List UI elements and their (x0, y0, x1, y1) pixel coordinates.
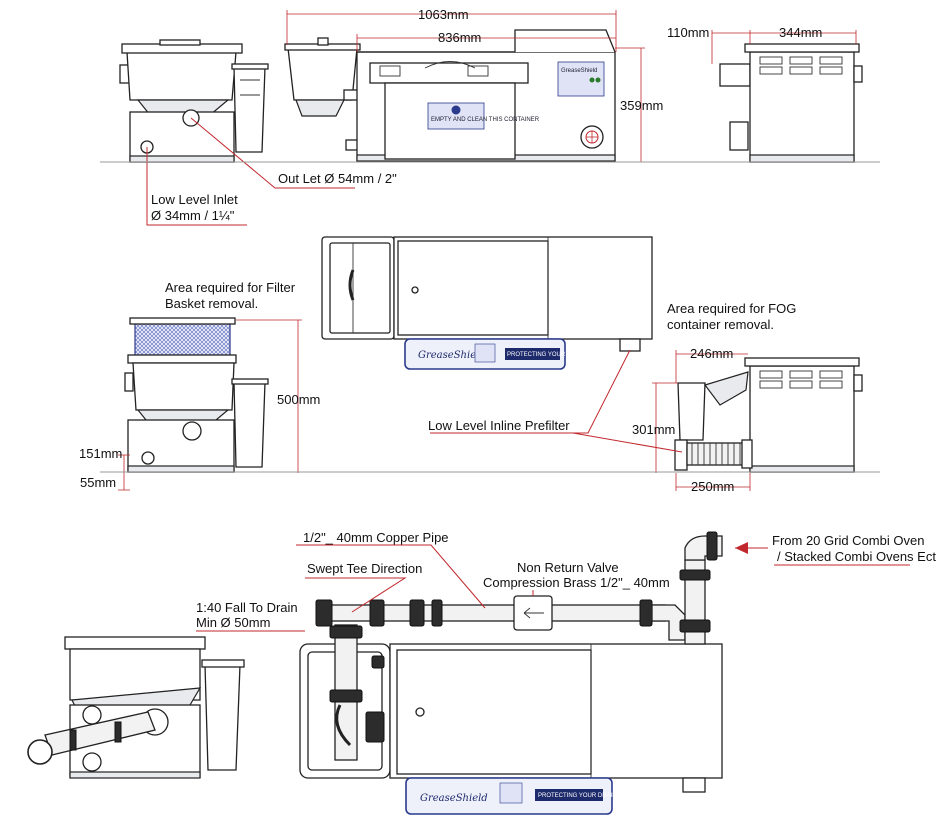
dim-110: 110mm (667, 25, 709, 40)
prefilter-label: Low Level Inline Prefilter (428, 418, 570, 433)
fog-area-label-1: Area required for FOG (667, 301, 796, 316)
fall-label-2: Min Ø 50mm (196, 615, 270, 630)
filter-area-label-2: Basket removal. (165, 296, 258, 311)
brand-logo-bottom: GreaseShield (420, 793, 488, 804)
bottom-callouts: 1/2"_ 40mm Copper Pipe Swept Tee Directi… (196, 530, 936, 632)
dim-344: 344mm (779, 25, 822, 40)
dim-55: 55mm (80, 475, 116, 490)
dim-301: 301mm (632, 422, 675, 437)
middle-dimensions: 500mm 151mm 55mm Area required for Filte… (79, 280, 320, 491)
dim-250: 250mm (691, 479, 734, 494)
brand-panel-text: GreaseShield (561, 68, 597, 74)
from-oven-label-1: From 20 Grid Combi Oven (772, 533, 924, 548)
top-callouts: Out Let Ø 54mm / 2" Low Level Inlet Ø 34… (146, 117, 397, 226)
bottom-pipework (315, 531, 723, 761)
top-right-end-view (719, 43, 863, 163)
nrv-label-2: Compression Brass 1/2"_ 40mm (483, 575, 670, 590)
brand-logo: GreaseShield (418, 350, 486, 361)
swept-tee-label: Swept Tee Direction (307, 561, 422, 576)
dim-836: 836mm (438, 30, 481, 45)
top-middle-front-view: EMPTY AND CLEAN THIS CONTAINER GreaseShi… (284, 29, 616, 162)
outlet-label: Out Let Ø 54mm / 2" (278, 171, 397, 186)
filter-area-label-1: Area required for Filter (165, 280, 296, 295)
warning-label: EMPTY AND CLEAN THIS CONTAINER (431, 117, 540, 123)
middle-plan-view: GreaseShield PROTECTING YOUR DRAINS (321, 236, 653, 370)
bottom-left-angled-view (27, 636, 245, 779)
prefilter-callout: Low Level Inline Prefilter (428, 349, 683, 453)
dim-500: 500mm (277, 392, 320, 407)
middle-left-filter-view (124, 317, 269, 473)
inlet-label-1: Low Level Inlet (151, 192, 238, 207)
top-left-side-view (119, 39, 269, 163)
inlet-label-2: Ø 34mm / 1¼" (151, 208, 235, 223)
middle-right-dimensions: 246mm 301mm 250mm Area required for FOG … (632, 301, 796, 494)
copper-pipe-label: 1/2"_ 40mm Copper Pipe (303, 530, 449, 545)
fog-area-label-2: container removal. (667, 317, 774, 332)
middle-right-fog-view (674, 357, 863, 473)
brand-tagline-bottom: PROTECTING YOUR DRAINS (538, 793, 621, 799)
dim-151: 151mm (79, 446, 122, 461)
dim-1063: 1063mm (418, 7, 469, 22)
fall-label-1: 1:40 Fall To Drain (196, 600, 298, 615)
bottom-plan-view: GreaseShield PROTECTING YOUR DRAINS (299, 643, 723, 815)
from-oven-label-2: / Stacked Combi Ovens Ect (777, 549, 936, 564)
dim-359: 359mm (620, 98, 663, 113)
nrv-label-1: Non Return Valve (517, 560, 619, 575)
dim-246: 246mm (690, 346, 733, 361)
top-dimensions: 1063mm 836mm 110mm 344mm 359mm (286, 7, 857, 162)
brand-tagline: PROTECTING YOUR DRAINS (507, 352, 590, 358)
